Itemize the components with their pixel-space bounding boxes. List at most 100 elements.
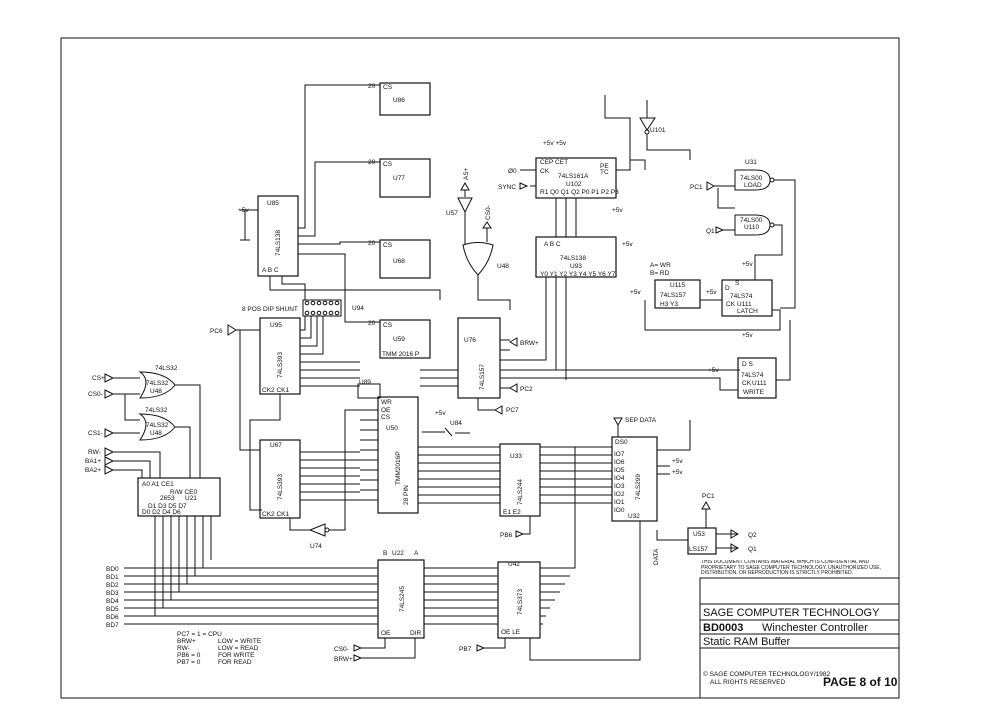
svg-text:+5v +5v: +5v +5v [543,140,567,147]
svg-text:LOW = READ: LOW = READ [218,645,259,652]
port-pb7: PB7 [459,638,506,653]
svg-text:74LS157: 74LS157 [660,292,686,299]
port-q1: Q1 [706,226,735,235]
svg-text:74LS138: 74LS138 [560,255,586,262]
svg-text:PC6: PC6 [210,328,223,335]
svg-text:TMM 2016 P: TMM 2016 P [382,351,419,358]
chip-u50: WR OE CS U50 TMM2016P 28 PIN [377,396,419,514]
svg-text:Q1: Q1 [748,546,757,553]
svg-text:PC7 = 1 = CPU: PC7 = 1 = CPU [177,631,222,638]
svg-text:8 POS DIP SHUNT: 8 POS DIP SHUNT [242,306,298,313]
drawing-subtitle: Static RAM Buffer [703,636,791,648]
svg-text:BRW+: BRW+ [520,340,539,347]
svg-text:BD7: BD7 [106,622,119,629]
port-pc2: PC2 [500,383,533,393]
svg-text:U53: U53 [693,531,705,538]
svg-text:+5v: +5v [622,241,633,248]
svg-text:AS+: AS+ [463,167,470,180]
chip-u93: A B C 74LS138 U93 Y0 Y1 Y2 Y3 Y4 Y5 Y6 Y… [535,236,617,278]
drawing-number: BD0003 [703,622,743,634]
svg-text:PC1: PC1 [690,184,703,191]
svg-text:U59: U59 [393,336,405,343]
svg-text:TMM2016P: TMM2016P [395,451,402,485]
svg-text:LOW = WRITE: LOW = WRITE [218,638,262,645]
svg-text:+5v: +5v [672,469,683,476]
chip-u77: 20 CS U77 [368,158,431,198]
chip-u42: U42 74LS373 OE LE [497,561,541,639]
svg-text:U94: U94 [352,305,364,312]
gate-u48b: 74LS32 U48 74LS32 [124,394,191,478]
svg-text:RW-: RW- [177,645,190,652]
svg-text:CS: CS [383,84,393,91]
svg-text:PC2: PC2 [520,386,533,393]
svg-text:CK2 CK1: CK2 CK1 [262,387,289,394]
svg-text:U31: U31 [745,159,757,166]
svg-text:+5v: +5v [238,207,249,214]
svg-text:S: S [735,280,740,287]
svg-text:U110: U110 [744,224,759,231]
svg-text:CK: CK [742,380,752,387]
svg-text:LOAD: LOAD [744,182,762,189]
svg-text:A B C: A B C [544,241,561,248]
svg-text:74LS74: 74LS74 [730,293,753,300]
svg-text:CS: CS [383,242,393,249]
svg-text:PE: PE [600,163,609,170]
port-rw-minus: RW- [88,447,161,478]
svg-text:BRW+: BRW+ [334,656,353,663]
svg-text:U22: U22 [392,550,404,557]
chip-u102: CEP CET CK 74LS161A U102 PE TC R1 Q0 Q1 … [535,157,619,199]
port-pc1b: PC1 [701,493,715,528]
svg-text:74LS245: 74LS245 [399,586,406,612]
svg-text:CS0-: CS0- [88,391,103,398]
svg-text:CK: CK [540,168,550,175]
svg-text:CS: CS [383,161,393,168]
svg-text:LATCH: LATCH [737,308,758,315]
port-pc6: PC6 [210,324,260,451]
svg-text:74LS00: 74LS00 [740,217,763,224]
svg-text:28 PIN: 28 PIN [403,485,410,505]
svg-text:U48: U48 [150,388,162,395]
svg-text:IO7: IO7 [614,451,625,458]
svg-text:BD4: BD4 [106,598,119,605]
chip-u22: B U22 A 74LS245 OE DIR [377,550,425,639]
svg-text:A: A [414,550,419,557]
svg-text:U48: U48 [150,430,162,437]
svg-text:74LS161A: 74LS161A [558,173,589,180]
svg-text:BD2: BD2 [106,582,119,589]
svg-text:CEP CET: CEP CET [540,159,568,166]
port-cs-plus: CS+ [92,373,140,383]
svg-text:B: B [383,550,387,557]
svg-text:2653: 2653 [160,495,175,502]
svg-text:CK: CK [726,301,736,308]
svg-text:CS0-: CS0- [485,205,492,220]
svg-text:DIR: DIR [410,630,422,637]
chip-u76: U76 74LS157 [457,317,501,399]
drawing-border [60,37,900,699]
gate-u110: 74LS00 U110 [734,214,775,236]
chip-u32: DS0 IO7 IO6 IO5 IO4 IO3 IO2 IO1 IO0 74LS… [611,436,658,522]
svg-text:D: D [725,285,730,292]
svg-text:74LS74: 74LS74 [741,372,764,379]
port-ba1-plus: BA1+ [85,456,151,478]
svg-text:U68: U68 [393,258,405,265]
svg-text:IO3: IO3 [614,483,625,490]
inverter-u74: U74 [289,409,360,550]
svg-text:74LS138: 74LS138 [275,230,282,256]
drawing-title: Winchester Controller [762,622,868,634]
svg-text:CS1-: CS1- [88,430,103,437]
port-pc7: PC7 [477,398,519,415]
svg-text:BRW+: BRW+ [177,638,196,645]
svg-text:BD5: BD5 [106,606,119,613]
svg-text:20: 20 [368,240,376,247]
svg-text:SEP DATA: SEP DATA [625,417,657,424]
chip-u68: 20 CS U68 [368,239,431,279]
svg-text:D S: D S [742,361,754,368]
svg-text:U85: U85 [267,200,279,207]
svg-text:H3 Y3: H3 Y3 [660,301,678,308]
svg-text:U33: U33 [510,453,522,460]
svg-text:74LS373: 74LS373 [517,589,524,615]
svg-text:U89: U89 [359,379,371,386]
svg-text:DS0: DS0 [615,439,628,446]
port-pc1: PC1 [690,181,735,191]
svg-text:+5v: +5v [706,289,717,296]
